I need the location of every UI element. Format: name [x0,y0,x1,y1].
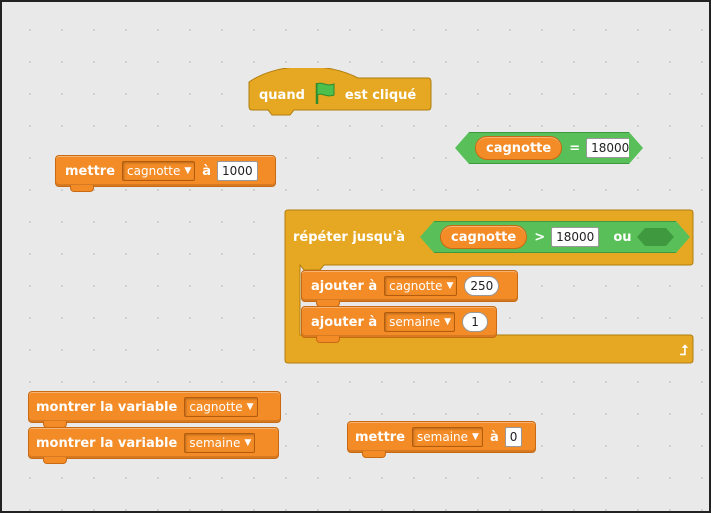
hat-quand-label: quand [259,87,305,103]
hat-block-shape [248,68,432,116]
variable-dropdown[interactable]: semaine ▼ [384,312,456,332]
variable-dropdown-value: semaine [389,315,441,329]
or-boolean-block[interactable]: cagnotte > 18000 ou [420,221,690,253]
change-cagnotte-block[interactable]: ajouter à cagnotte ▼ 250 [301,270,518,307]
variable-dropdown-value: cagnotte [389,279,443,293]
variable-dropdown[interactable]: semaine ▼ [184,433,256,453]
dropdown-arrow-icon: ▼ [184,166,192,176]
change-value-input[interactable]: 1 [462,312,489,332]
set-label: mettre [355,429,406,445]
set-label: mettre [65,163,116,179]
set-semaine-block[interactable]: mettre semaine ▼ à 0 [347,421,536,458]
show-variable-semaine-block[interactable]: montrer la variable semaine ▼ [28,427,279,464]
green-flag-icon [312,81,338,109]
cagnotte-reporter[interactable]: cagnotte [475,136,563,160]
greater-operator: > [534,229,546,245]
dropdown-arrow-icon: ▼ [444,317,452,327]
repeat-label: répéter jusqu'à [293,229,406,245]
dropdown-arrow-icon: ▼ [244,438,252,448]
dropdown-arrow-icon: ▼ [246,402,254,412]
repeat-until-block[interactable]: répéter jusqu'à cagnotte > 18000 ou ⮥ [284,209,694,365]
empty-boolean-slot[interactable] [636,228,674,246]
dropdown-arrow-icon: ▼ [472,432,479,442]
variable-dropdown[interactable]: semaine ▼ [412,427,483,447]
cagnotte-reporter[interactable]: cagnotte [440,225,528,249]
variable-dropdown-value: semaine [417,430,469,444]
variable-dropdown-value: semaine [189,436,241,450]
variable-dropdown[interactable]: cagnotte ▼ [122,161,196,181]
hat-est-clique-label: est cliqué [344,87,417,103]
change-label: ajouter à [311,278,378,294]
equals-boolean-block[interactable]: cagnotte = 18000 [455,132,643,164]
show-variable-label: montrer la variable [36,435,178,451]
set-a-label: à [489,429,499,445]
or-label: ou [613,229,632,245]
dropdown-arrow-icon: ▼ [446,281,454,291]
show-variable-label: montrer la variable [36,399,178,415]
variable-dropdown-value: cagnotte [127,164,181,178]
loop-arrow-icon: ⮥ [679,343,688,359]
variable-dropdown-value: cagnotte [189,400,243,414]
variable-dropdown[interactable]: cagnotte ▼ [184,397,258,417]
show-variable-cagnotte-block[interactable]: montrer la variable cagnotte ▼ [28,391,281,428]
variable-dropdown[interactable]: cagnotte ▼ [384,276,458,296]
equals-value-input[interactable]: 18000 [586,138,635,158]
when-flag-clicked-block[interactable]: quand est cliqué [248,68,432,116]
change-value-input[interactable]: 250 [464,276,500,296]
greater-value-input[interactable]: 18000 [551,227,600,247]
set-cagnotte-block[interactable]: mettre cagnotte ▼ à 1000 [55,155,276,192]
change-semaine-block[interactable]: ajouter à semaine ▼ 1 [301,306,497,343]
set-value-input[interactable]: 1000 [217,161,258,181]
change-label: ajouter à [311,314,378,330]
set-a-label: à [202,163,212,179]
set-value-input[interactable]: 0 [504,427,523,447]
equals-operator: = [569,140,581,156]
